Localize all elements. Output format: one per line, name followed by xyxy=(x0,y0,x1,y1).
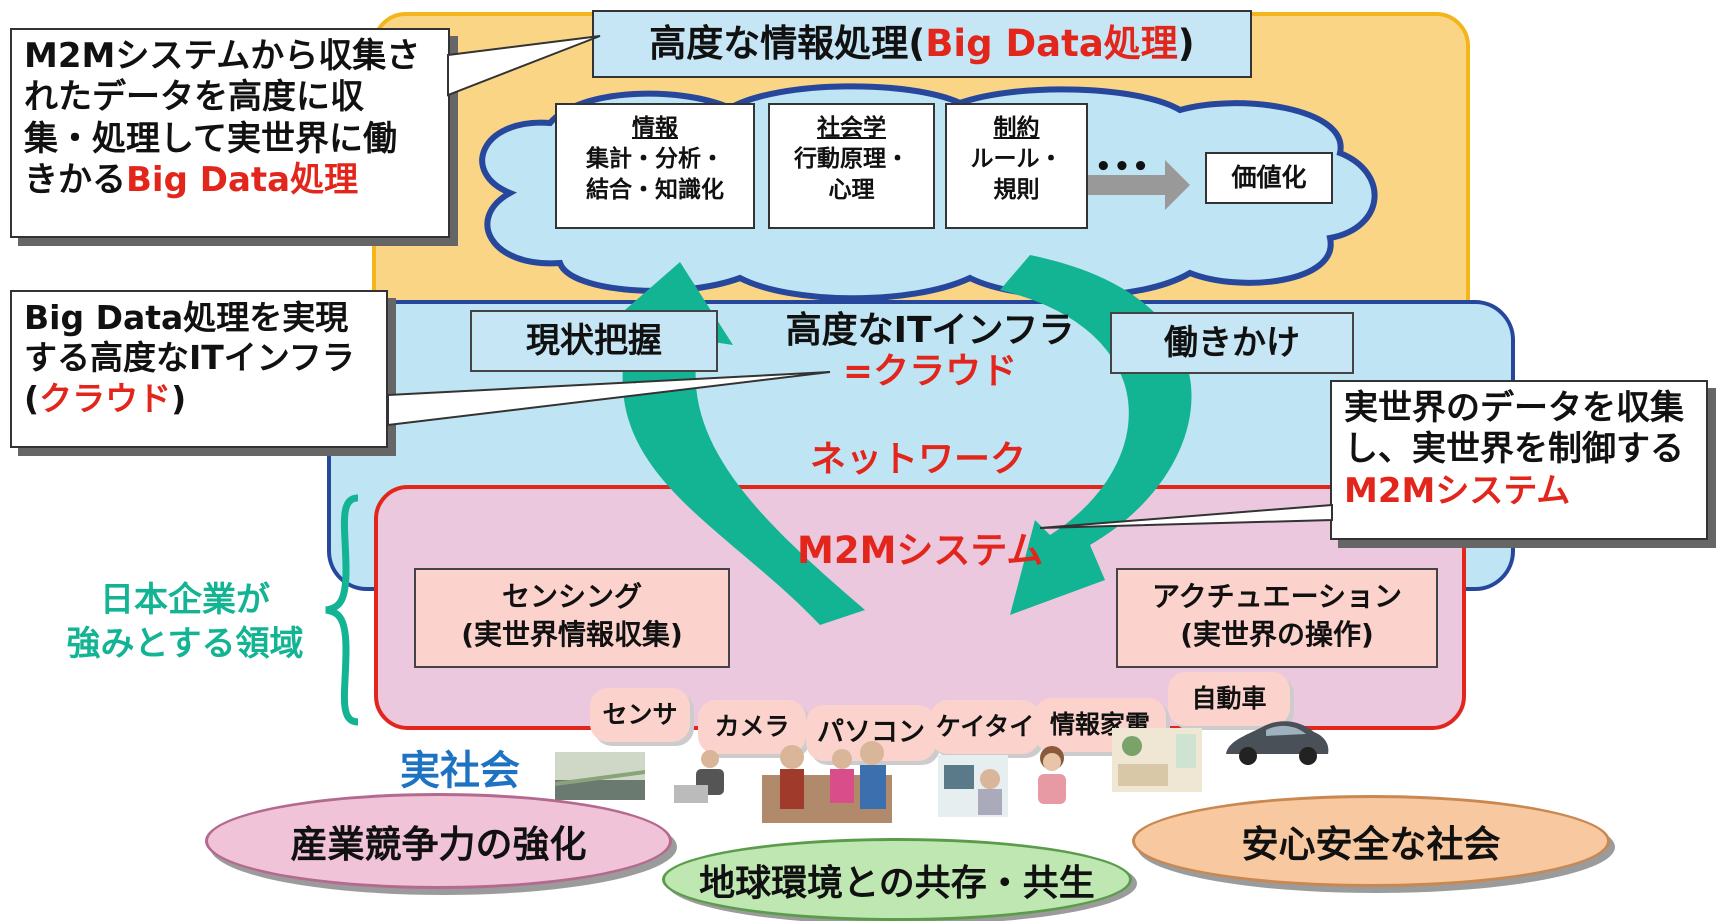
action-label: 働きかけ xyxy=(1110,312,1354,374)
current-state-label: 現状把握 xyxy=(470,310,718,372)
advanced-processing-title: 高度な情報処理(Big Data処理) xyxy=(592,10,1252,78)
camera-person-photo xyxy=(674,750,724,803)
grey-arrow xyxy=(1085,160,1190,210)
actuation-box: アクチュエーション(実世界の操作) xyxy=(1116,568,1438,668)
family-photo xyxy=(762,741,892,823)
japan-strength-label: 日本企業が強みとする領域 xyxy=(66,580,304,665)
highway-photo xyxy=(555,752,645,800)
m2m-system-label: M2Mシステム xyxy=(797,529,1044,572)
sensor-bubble: センサ xyxy=(590,688,690,742)
car-photo xyxy=(1226,721,1329,765)
car-bubble: 自動車 xyxy=(1168,672,1290,726)
living-room-photo xyxy=(1112,728,1202,792)
japan-strength-bracket xyxy=(325,494,359,726)
real-society-label: 実社会 xyxy=(400,748,520,794)
camera-bubble: カメラ xyxy=(698,700,806,754)
industrial-competitiveness-goal: 産業競争力の強化 xyxy=(205,793,672,889)
sociology-box: 社会学行動原理・心理 xyxy=(768,103,935,229)
cloud-callout: Big Data処理を実現する高度なITインフラ (クラウド) xyxy=(10,290,388,448)
info-box: 情報集計・分析・結合・知識化 xyxy=(555,103,755,229)
sensing-box: センシング(実世界情報収集) xyxy=(414,568,730,668)
value-creation-box: 価値化 xyxy=(1205,152,1333,204)
safe-society-goal: 安心安全な社会 xyxy=(1132,795,1610,887)
phone-woman-photo xyxy=(1038,746,1066,804)
mobile-user-photo xyxy=(938,755,1008,817)
bigdata-callout: M2Mシステムから収集されたデータを高度に収集・処理して実世界に働 きかるBig… xyxy=(10,28,450,238)
constraint-box: 制約ルール・規則 xyxy=(945,103,1088,229)
ellipsis-dots: ••• xyxy=(1095,152,1151,182)
it-infra-label: 高度なITインフラ =クラウド xyxy=(785,310,1075,393)
mobile-bubble: ケイタイ xyxy=(930,700,1040,754)
m2m-callout: 実世界のデータを収集し、実世界を制御する M2Mシステム xyxy=(1330,380,1708,540)
network-label: ネットワーク xyxy=(810,439,1027,480)
environment-coexistence-goal: 地球環境との共存・共生 xyxy=(662,838,1132,921)
